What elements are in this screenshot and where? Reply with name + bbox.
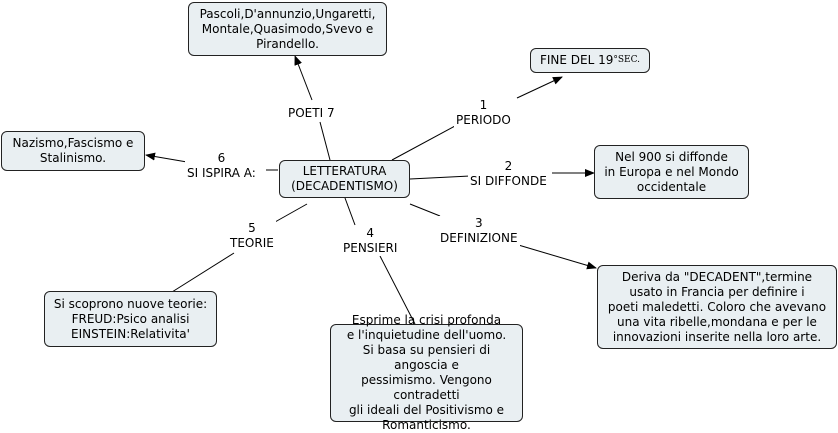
poets-node[interactable]: Pascoli,D'annunzio,Ungaretti, Montale,Qu…	[188, 2, 387, 56]
line-teorie-theories	[171, 252, 235, 293]
spread-node[interactable]: Nel 900 si diffonde in Europa e nel Mond…	[594, 145, 749, 199]
line-center-poeti	[319, 121, 331, 161]
link-label-periodo: 1 PERIODO	[454, 98, 513, 128]
link-label-si-diffonde: 2 SI DIFFONDE	[468, 159, 549, 189]
line-pensieri-thoughts	[379, 255, 416, 325]
arrow-siispira-ideologies	[145, 152, 188, 163]
line-center-pensieri	[344, 197, 356, 226]
line-center-periodo	[391, 125, 456, 161]
arrow-poeti-poets	[294, 55, 313, 101]
end-node-suffix: °SEC.	[613, 55, 641, 65]
arrow-periodo-end	[516, 76, 563, 99]
end-node-prefix: FINE DEL 19	[539, 53, 614, 67]
link-label-teorie: 5 TEORIE	[228, 221, 276, 251]
definition-node[interactable]: Deriva da "DECADENT",termine usato in Fr…	[597, 265, 837, 349]
line-center-definizione	[409, 203, 441, 217]
arrow-definizione-definition	[514, 243, 597, 270]
link-label-si-ispira: 6 SI ISPIRA A:	[185, 151, 258, 181]
line-center-sidiffonde	[409, 175, 471, 180]
link-label-definizione: 3 DEFINIZIONE	[438, 216, 520, 246]
ideologies-node[interactable]: Nazismo,Fascismo e Stalinismo.	[1, 131, 145, 171]
end-19th-century-node[interactable]: FINE DEL 19°SEC.	[530, 48, 650, 73]
theories-node[interactable]: Si scoprono nuove teorie: FREUD:Psico an…	[44, 291, 217, 347]
link-label-poeti: POETI 7	[286, 106, 337, 121]
line-center-teorie	[274, 203, 308, 223]
thoughts-node[interactable]: Esprime la crisi profonda e l'inquietudi…	[330, 313, 523, 432]
center-node-letteratura[interactable]: LETTERATURA (DECADENTISMO)	[279, 160, 410, 198]
link-label-pensieri: 4 PENSIERI	[341, 226, 400, 256]
